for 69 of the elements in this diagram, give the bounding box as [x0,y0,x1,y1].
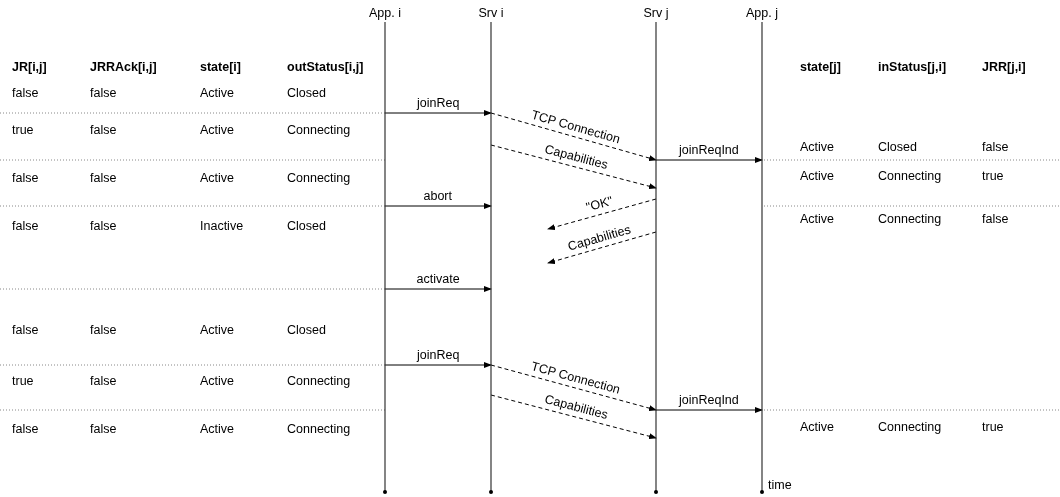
table-cell: Connecting [287,422,351,436]
message-label: "OK" [584,194,615,215]
message-arrow [490,364,657,412]
table-cell: false [90,422,117,436]
table-cell: Active [800,420,835,434]
table-cell: true [12,374,34,388]
message-arrow [384,362,492,368]
lifeline: Srv j [638,6,674,495]
table-cell: false [12,323,39,337]
table-cell: Active [800,169,835,183]
table-cell: false [90,323,117,337]
table-cell: Active [200,422,235,436]
table-cell: false [90,171,117,185]
message-arrow [655,407,763,413]
lifeline: App. i [367,6,403,495]
table-cell: false [12,171,39,185]
message-label: joinReqInd [679,393,739,407]
table-cell: Closed [287,86,326,100]
table-cell: Active [200,171,235,185]
table-cell: Active [200,86,235,100]
table-cell: true [982,420,1004,434]
message-arrow [547,231,657,264]
message-arrow [655,157,763,163]
table-cell: false [12,422,39,436]
table-cell: true [982,169,1004,183]
table-cell: Active [200,323,235,337]
table-cell: false [12,219,39,233]
table-cell: Inactive [200,219,244,233]
message-label: abort [423,189,452,203]
column-header: state[i] [200,60,241,74]
table-cell: false [90,86,117,100]
table-cell: true [12,123,34,137]
lifeline: Srv i [473,6,509,495]
column-header: JRRAck[i,j] [90,60,157,74]
table-cell: Active [800,212,835,226]
message-arrow [384,203,492,209]
message-label: activate [416,272,460,286]
column-header: state[j] [800,60,841,74]
message-arrow [490,144,657,190]
table-cell: Connecting [878,169,942,183]
message-arrow [490,112,657,161]
table-cell: Closed [287,219,326,233]
message-arrow [384,110,492,116]
axis-label: time [768,478,792,492]
table-cell: false [90,374,117,388]
table-cell: false [90,123,117,137]
table-cell: Connecting [878,420,942,434]
table-cell: false [12,86,39,100]
table-cell: Closed [878,140,917,154]
table-cell: Active [200,123,235,137]
table-cell: false [982,212,1009,226]
table-cell: Connecting [287,171,351,185]
table-cell: Active [200,374,235,388]
message-label: joinReqInd [679,143,739,157]
column-header: inStatus[j,i] [878,60,947,74]
table-cell: Connecting [287,374,351,388]
message-arrow [547,198,657,230]
message-arrow [490,394,657,440]
table-cell: Connecting [287,123,351,137]
message-label: joinReq [417,96,460,110]
column-header: JRR[j,i] [982,60,1026,74]
table-cell: Connecting [878,212,942,226]
table-cell: false [90,219,117,233]
table-cell: Active [800,140,835,154]
message-label: joinReq [417,348,460,362]
message-arrow [384,286,492,292]
column-header: JR[i,j] [12,60,47,74]
table-cell: false [982,140,1009,154]
table-cell: Closed [287,323,326,337]
